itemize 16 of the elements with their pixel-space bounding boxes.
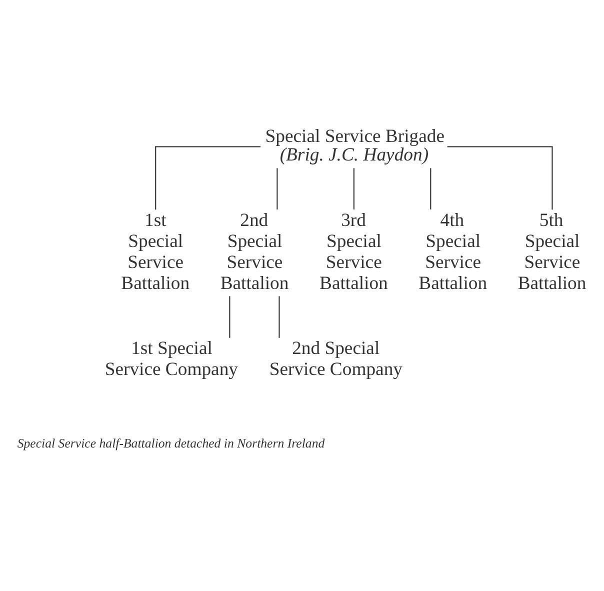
connector [276,168,278,209]
connector [229,296,230,338]
connector [430,168,432,209]
node-text: 5th Special Service Battalion [518,209,586,294]
node-text: 1st Special Service Battalion [121,209,190,294]
node-text: 2nd Special Service Battalion [220,209,289,294]
node-text: 4th Special Service Battalion [418,209,488,294]
node-text: 1st Special Service Company [104,338,238,380]
node-text: 3rd Special Service Battalion [320,209,388,294]
connector [278,296,280,338]
label: Special Service half-Battalion detached in Northern Ireland [17,436,325,450]
node-text: Special Service Brigade (Brig. J.C. Haydon) [265,125,444,165]
connector [155,146,261,210]
connector [447,146,553,210]
connector [353,168,354,209]
node-text: 2nd Special Service Company [269,338,402,380]
